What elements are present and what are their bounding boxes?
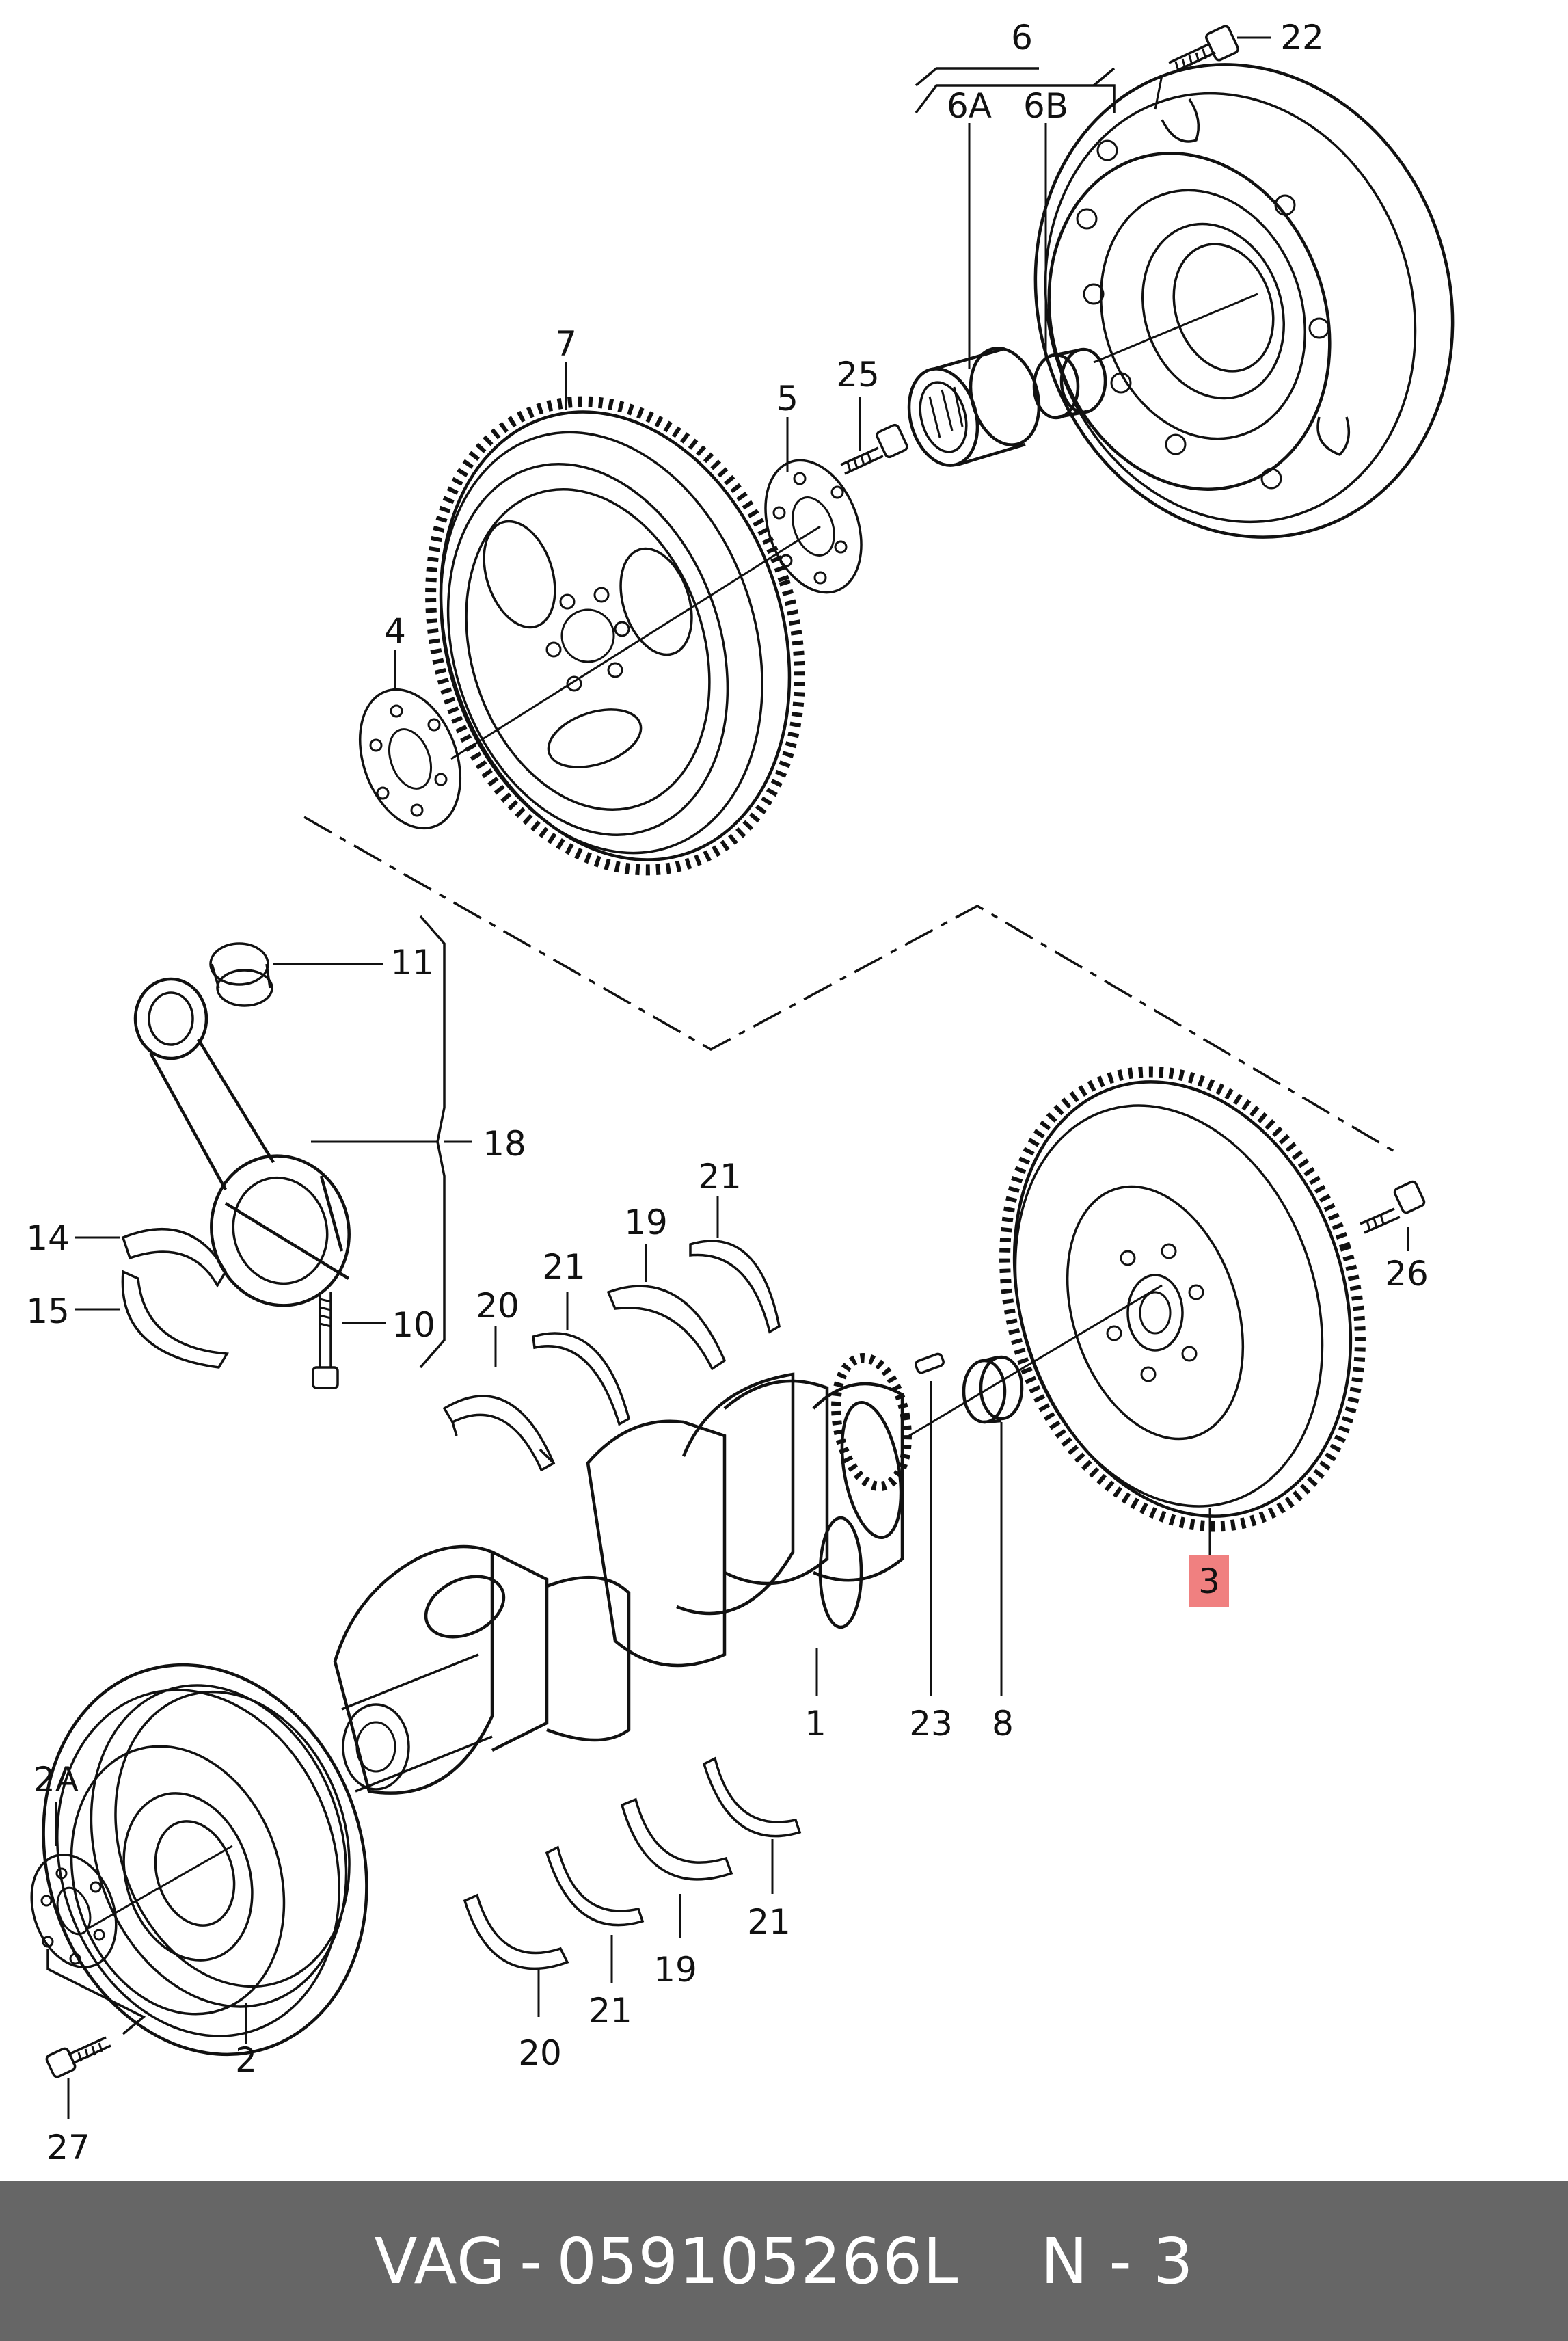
- label-part-20-lower: 20: [518, 2033, 562, 2073]
- flywheel-part-3: [999, 1066, 1366, 1532]
- needle-bearing-part-6a: [907, 347, 1041, 467]
- thrust-washer-part-21-lower-left: [545, 1845, 645, 1927]
- label-part-27: 27: [46, 2128, 90, 2167]
- label-part-8: 8: [992, 1704, 1014, 1743]
- thrust-washer-part-21-upper-right: [689, 1240, 781, 1334]
- exploded-parts-diagram: 6 22 6A 6B 7 25 5 4 11 18 14 15 10 21 19…: [26, 18, 1455, 2167]
- label-part-19-lower: 19: [653, 1950, 697, 1990]
- thrust-washer-part-21-lower-right: [702, 1756, 802, 1838]
- label-part-25: 25: [836, 355, 880, 394]
- label-part-1: 1: [805, 1704, 826, 1743]
- label-part-26: 26: [1385, 1254, 1429, 1294]
- part-3-highlight: [1189, 1555, 1229, 1607]
- label-part-6a: 6A: [947, 86, 992, 126]
- dual-mass-flywheel-part-6: [1033, 63, 1455, 539]
- washer-part-4: [358, 688, 462, 830]
- label-part-20-upper: 20: [476, 1286, 519, 1326]
- label-part-11: 11: [390, 943, 434, 982]
- bushing-part-8: [962, 1355, 1024, 1424]
- label-part-6b: 6B: [1023, 86, 1068, 126]
- main-bearing-shell-part-20-upper: [442, 1395, 556, 1472]
- pulley-part-2: [42, 1663, 368, 2057]
- connecting-rod-part-18: [133, 977, 351, 1307]
- main-bearing-shell-part-20-lower: [463, 1893, 569, 1970]
- bushing-part-6b: [1032, 347, 1107, 420]
- brand-separator: -: [519, 2224, 543, 2298]
- label-part-22: 22: [1280, 18, 1324, 57]
- bolt-part-27: [45, 2036, 111, 2078]
- label-part-19-upper: 19: [624, 1203, 668, 1242]
- label-part-10: 10: [392, 1305, 435, 1345]
- label-part-6: 6: [1011, 18, 1033, 57]
- bolt-part-25: [840, 423, 908, 475]
- label-part-23: 23: [909, 1704, 953, 1743]
- part-number-footer: VAG - 059105266L N - 3: [0, 2181, 1568, 2341]
- bearing-shell-part-14: [121, 1228, 228, 1288]
- rod-bolt-part-10: [312, 1292, 339, 1389]
- label-part-15: 15: [26, 1292, 70, 1331]
- label-part-5: 5: [776, 379, 798, 418]
- dowel-pin-part-23: [915, 1352, 945, 1374]
- label-part-21-lower-left: 21: [589, 1991, 632, 2031]
- main-bearing-shell-part-19-lower: [620, 1797, 733, 1881]
- washer-part-2a: [30, 1853, 118, 1969]
- part-number: 059105266L: [556, 2224, 959, 2298]
- bolt-part-26: [1360, 1180, 1426, 1234]
- bolt-part-22: [1154, 25, 1271, 110]
- crankshaft-part-1: [333, 1353, 912, 1795]
- label-part-21-upper-left: 21: [542, 1247, 586, 1287]
- brand-name: VAG: [374, 2224, 506, 2298]
- thrust-washer-part-21-upper-left: [532, 1332, 631, 1426]
- label-part-14: 14: [26, 1218, 70, 1258]
- diagram-position: N - 3: [1040, 2224, 1194, 2298]
- bearing-shell-part-15: [121, 1270, 229, 1369]
- washer-part-5: [764, 459, 863, 594]
- label-part-2a: 2A: [33, 1760, 79, 1800]
- label-part-18: 18: [483, 1124, 526, 1164]
- flywheel-part-7: [425, 396, 805, 876]
- label-part-4: 4: [384, 611, 406, 651]
- label-part-7: 7: [555, 324, 577, 364]
- small-end-bushing-part-11: [209, 942, 273, 1007]
- main-bearing-shell-part-19-upper: [606, 1285, 727, 1371]
- label-part-2: 2: [235, 2040, 257, 2080]
- label-part-21-upper-right: 21: [698, 1157, 742, 1196]
- label-part-3: 3: [1198, 1562, 1220, 1601]
- label-part-21-lower-right: 21: [747, 1902, 791, 1942]
